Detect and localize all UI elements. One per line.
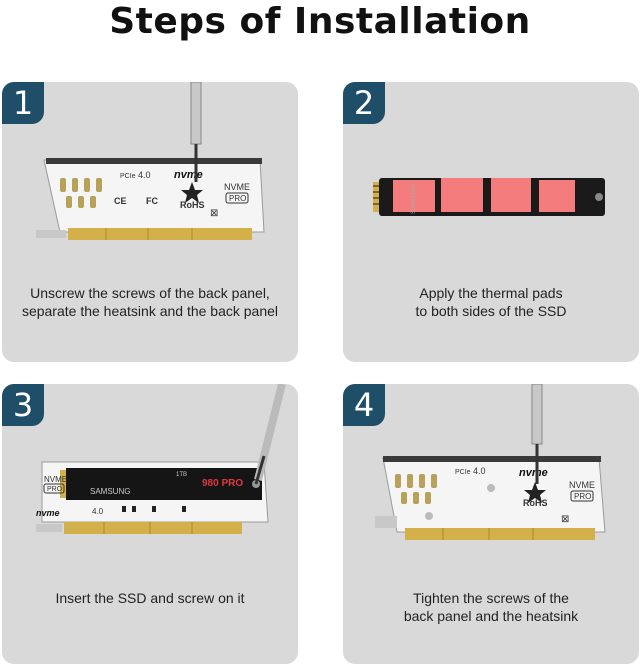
samsung-label: SAMSUNG bbox=[411, 183, 417, 214]
step-card-3: SAMSUNG 980 PRO 1TB NVME PRO nvme 4.0 3 … bbox=[2, 384, 298, 664]
rohs-mark: RoHS bbox=[180, 200, 205, 210]
pro-label: PRO bbox=[47, 486, 63, 493]
nvme-logo-text: nvme bbox=[174, 169, 203, 181]
star-icon bbox=[524, 482, 546, 503]
thermal-pad bbox=[441, 178, 483, 212]
thermal-pad bbox=[393, 180, 435, 212]
pro-label: PRO bbox=[229, 194, 246, 203]
ce-mark: CE bbox=[114, 196, 127, 206]
step-card-2: SAMSUNG 2 Apply the thermal pads to both… bbox=[343, 82, 639, 362]
step-number-badge: 4 bbox=[343, 384, 385, 426]
star-icon bbox=[181, 182, 203, 203]
nvme-label: NVME bbox=[44, 475, 67, 484]
capacity-label: 1TB bbox=[176, 472, 187, 478]
weee-icon: ⊠ bbox=[210, 208, 218, 219]
step-card-4: PCIe 4.0 nvme NVME PRO RoHS ⊠ 4 Tighten … bbox=[343, 384, 639, 664]
nvme-label: NVME bbox=[569, 480, 595, 490]
version-label: 4.0 bbox=[92, 507, 104, 516]
step-caption: Apply the thermal pads to both sides of … bbox=[415, 285, 567, 319]
980pro-label: 980 PRO bbox=[202, 478, 243, 489]
screwdriver-icon bbox=[531, 384, 543, 445]
page-title: Steps of Installation bbox=[109, 1, 531, 42]
ssd-insert-illustration: SAMSUNG 980 PRO 1TB NVME PRO nvme 4.0 bbox=[36, 384, 286, 534]
pcie-adapter-tighten-illustration: PCIe 4.0 nvme NVME PRO RoHS ⊠ bbox=[375, 384, 606, 540]
step-caption: Tighten the screws of the back panel and… bbox=[403, 590, 579, 624]
ssd-thermal-pad-illustration: SAMSUNG bbox=[373, 178, 605, 216]
step-number-badge: 3 bbox=[2, 384, 44, 426]
pcie-label: PCIe bbox=[120, 173, 136, 180]
version-label: 4.0 bbox=[473, 466, 486, 476]
weee-icon: ⊠ bbox=[561, 514, 569, 525]
step-number-badge: 1 bbox=[2, 82, 44, 124]
step-caption: Insert the SSD and screw on it bbox=[55, 590, 245, 606]
thermal-pad bbox=[539, 180, 575, 212]
version-label: 4.0 bbox=[138, 170, 151, 180]
step-number-badge: 2 bbox=[343, 82, 385, 124]
step-card-1: PCIe 4.0 nvme NVME PRO CE FC RoHS ⊠ 1 Un… bbox=[2, 82, 298, 362]
pro-label: PRO bbox=[574, 492, 591, 501]
nvme-label: NVME bbox=[224, 182, 250, 192]
fc-mark: FC bbox=[146, 196, 158, 206]
screwdriver-icon bbox=[190, 82, 202, 145]
nvme-logo-text: nvme bbox=[36, 508, 60, 518]
pcie-adapter-illustration: PCIe 4.0 nvme NVME PRO CE FC RoHS ⊠ bbox=[36, 82, 265, 240]
step-caption: Unscrew the screws of the back panel, se… bbox=[21, 285, 279, 319]
samsung-label: SAMSUNG bbox=[90, 487, 130, 496]
nvme-logo-text: nvme bbox=[519, 467, 548, 479]
rohs-mark: RoHS bbox=[523, 498, 548, 508]
thermal-pad bbox=[491, 178, 531, 212]
pcie-label: PCIe bbox=[455, 469, 471, 476]
